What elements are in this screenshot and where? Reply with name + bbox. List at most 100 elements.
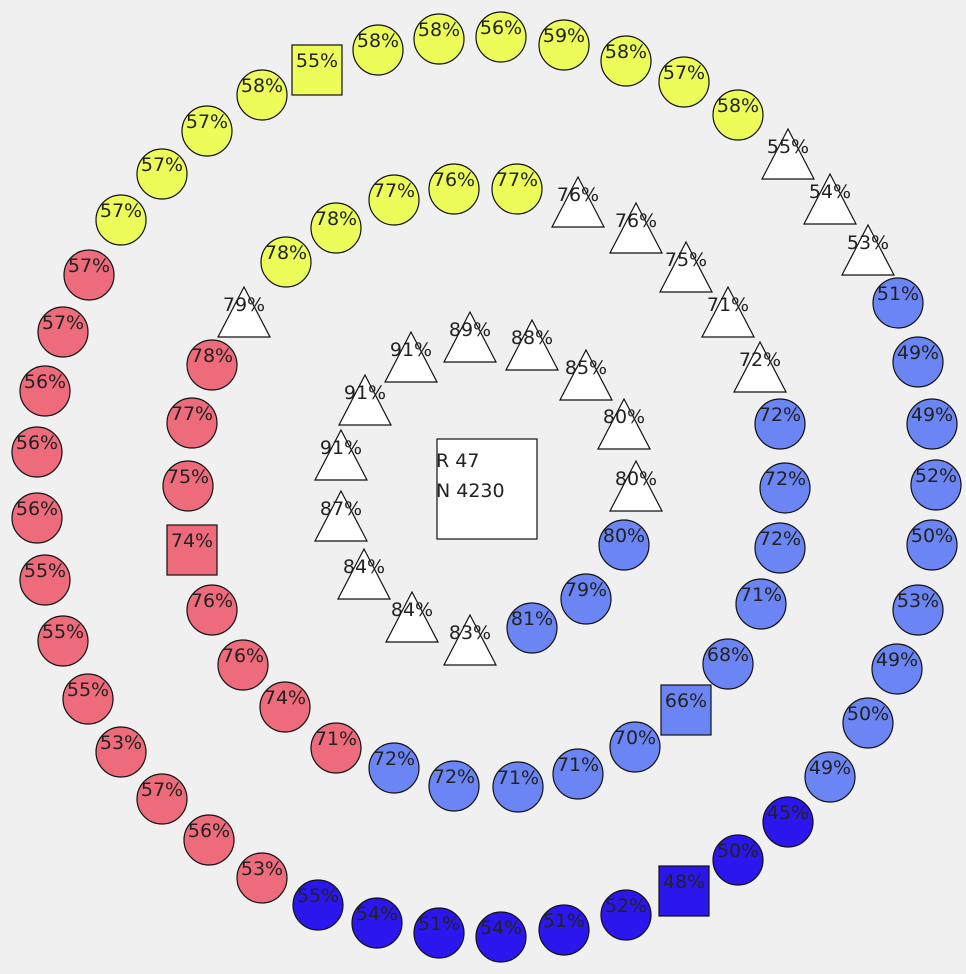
node-label: 83% [449,622,491,644]
ring-middle-node: 71% [492,761,544,813]
ring-outer-node: 50% [906,519,958,571]
center-line-2: N 4230 [436,480,505,502]
node-label: 49% [897,342,939,364]
node-triangle [314,428,368,481]
ring-outer-node: 54% [803,172,857,225]
ring-outer-node: 51% [538,904,590,956]
node-label: 55% [67,679,109,701]
node-circle [162,460,214,512]
node-label: 56% [480,17,522,39]
node-circle [428,163,480,215]
node-label: 51% [418,913,460,935]
center-box [436,438,538,540]
node-square [166,524,218,576]
node-label: 53% [847,232,889,254]
node-circle [871,643,923,695]
node-circle [804,751,856,803]
node-label: 52% [605,895,647,917]
node-label: 72% [373,748,415,770]
node-circle [735,578,787,630]
node-label: 55% [42,621,84,643]
ring-middle-node: 74% [259,681,311,733]
node-triangle [733,340,787,393]
node-label: 57% [141,779,183,801]
ring-outer-node: 51% [413,907,465,959]
ring-middle-node: 72% [754,522,806,574]
ring-outer-node: 53% [892,584,944,636]
node-circle [260,236,312,288]
ring-outer-node: 56% [11,492,63,544]
node-circle [368,174,420,226]
ring-middle-node: 76% [609,201,663,254]
ring-inner-node: 79% [560,573,612,625]
node-circle [37,615,89,667]
node-triangle [761,127,815,180]
node-triangle [505,318,559,371]
node-circle [475,11,527,63]
ring-outer-node: 56% [183,814,235,866]
node-circle [754,398,806,450]
node-label: 80% [603,406,645,428]
ring-inner-node: 88% [505,318,559,371]
ring-middle-node: 71% [701,285,755,338]
node-label: 57% [186,111,228,133]
ring-outer-node: 54% [475,911,527,963]
node-label: 56% [24,371,66,393]
node-label: 59% [543,25,585,47]
ring-outer-node: 58% [413,13,465,65]
node-triangle [443,613,497,666]
node-label: 51% [877,283,919,305]
node-label: 77% [171,403,213,425]
node-circle [166,397,218,449]
node-triangle [338,373,392,426]
node-label: 76% [615,210,657,232]
node-label: 91% [320,437,362,459]
node-label: 53% [100,732,142,754]
ring-inner-node: 89% [443,310,497,363]
node-circle [872,277,924,329]
node-circle [310,722,362,774]
ring-middle-node: 72% [428,760,480,812]
node-label: 55% [296,50,338,72]
ring-outer-node: 48% [658,865,710,917]
node-circle [413,13,465,65]
ring-outer-node: 49% [871,643,923,695]
ring-outer-node: 54% [351,897,403,949]
ring-middle-node: 77% [166,397,218,449]
node-label: 71% [315,728,357,750]
ring-inner-node: 80% [598,519,650,571]
node-label: 58% [357,30,399,52]
ring-outer-node: 56% [19,365,71,417]
node-label: 84% [391,599,433,621]
ring-inner-node: 91% [384,330,438,383]
ring-inner-node: 80% [609,459,663,512]
ring-middle-node: 76% [551,175,605,228]
ring-middle-node: 75% [659,240,713,293]
node-label: 49% [911,404,953,426]
node-circle [351,897,403,949]
ring-outer-node: 57% [181,105,233,157]
ring-outer-node: 55% [62,673,114,725]
ring-outer-node: 49% [906,398,958,450]
node-triangle [609,201,663,254]
node-label: 84% [343,556,385,578]
node-circle [63,249,115,301]
ring-outer-node: 57% [37,306,89,358]
ring-inner-node: 84% [385,590,439,643]
node-square [291,44,343,96]
node-label: 76% [557,184,599,206]
node-circle [95,726,147,778]
node-circle [95,194,147,246]
ring-outer-node: 56% [11,426,63,478]
ring-middle-node: 76% [428,163,480,215]
ring-outer-node: 52% [600,889,652,941]
ring-middle-node: 72% [754,398,806,450]
node-label: 76% [222,645,264,667]
node-label: 87% [320,498,362,520]
node-triangle [841,223,895,276]
node-label: 71% [557,754,599,776]
node-label: 56% [188,820,230,842]
node-triangle [443,310,497,363]
node-circle [762,796,814,848]
